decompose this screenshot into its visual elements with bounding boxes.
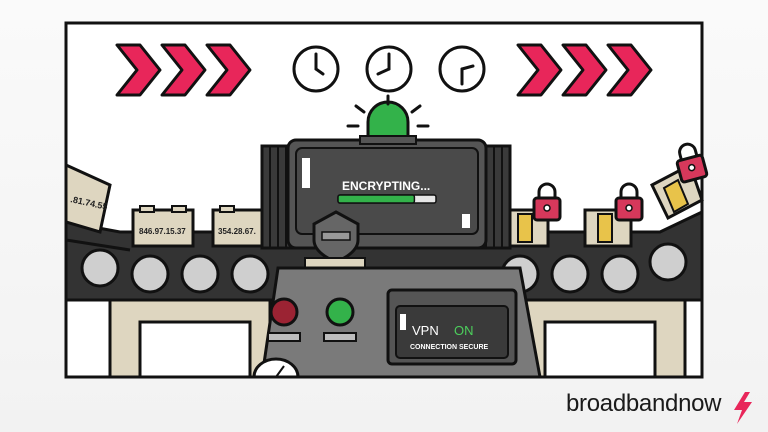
brand-logo: broadbandnow — [566, 390, 722, 418]
alarm-light-icon — [346, 94, 430, 145]
lock-icon — [614, 182, 644, 222]
lock-icon — [532, 182, 562, 222]
ip-box: 846.97.15.37 — [131, 205, 195, 248]
monitor-screen — [295, 147, 479, 235]
lock-icon — [675, 142, 709, 184]
status-text: ENCRYPTING... — [342, 179, 430, 193]
brand-name-part2: now — [678, 390, 722, 417]
ip-box: .81.74.55 — [64, 162, 112, 234]
encrypted-box — [583, 208, 633, 248]
shield-icon — [304, 210, 366, 269]
chevron-right-icon — [115, 43, 252, 97]
clock-icon — [365, 45, 413, 93]
encryption-monitor: ENCRYPTING... — [260, 138, 512, 250]
box-label: 846.97.15.37 — [139, 227, 186, 236]
gauge-icon — [252, 357, 300, 379]
connection-status: CONNECTION SECURE — [410, 344, 489, 351]
control-panel: VPN ON CONNECTION SECURE — [252, 266, 542, 379]
clock-icon — [438, 45, 486, 93]
brand-name-part1: broadband — [566, 390, 679, 417]
green-button[interactable] — [325, 297, 355, 327]
vpn-label: VPN — [412, 323, 439, 338]
vpn-state: ON — [454, 323, 474, 338]
lightning-bolt-icon — [734, 392, 752, 424]
red-button[interactable] — [269, 297, 299, 327]
chevron-right-icon — [516, 43, 653, 97]
clock-icon — [292, 45, 340, 93]
vpn-display — [395, 305, 509, 359]
progress-fill — [337, 194, 416, 204]
box-label: 354.28.67. — [218, 227, 256, 236]
ip-box: 354.28.67. — [211, 205, 267, 248]
encrypted-box — [650, 162, 704, 221]
